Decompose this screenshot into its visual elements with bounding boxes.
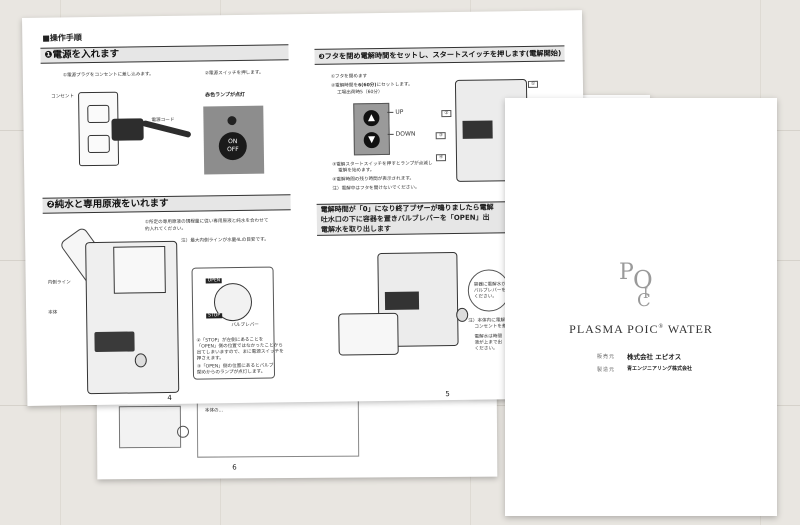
- step3-heading: ❸フタを閉め電解時間をセットし、スタートスイッチを押します(電解開始): [318, 48, 562, 61]
- poic-logo: P O I C: [615, 260, 665, 311]
- cover-title-main: PLASMA POIC: [569, 322, 659, 336]
- step3-inst5: 注）電解中はフタを開けないでください。: [332, 185, 420, 192]
- machine-control-panel: [94, 331, 135, 353]
- seller-label: 販売元: [597, 354, 616, 360]
- step1-inst1: ①電源プラグをコンセントに差し込みます。: [62, 72, 154, 79]
- back-page-knob: [176, 425, 190, 438]
- cover-title-end: WATER: [664, 322, 713, 336]
- step2-heading: ❷純水と専用原液をいれます: [46, 197, 169, 211]
- valve-note1d: 押さえます。: [196, 356, 224, 362]
- cover-title: PLASMA POIC® WATER: [505, 322, 777, 337]
- step3-inst4: ④電解時間の残り時間が表示されます。: [332, 176, 415, 183]
- power-panel: ON OFF: [203, 105, 265, 175]
- power-switch-button[interactable]: ON OFF: [218, 131, 248, 161]
- down-button[interactable]: ▼: [363, 132, 380, 149]
- step3-inst1: ①フタを閉めます: [330, 74, 368, 80]
- container-illustration: [338, 312, 399, 356]
- step4-machine-panel: [384, 291, 420, 310]
- callout-3: ③: [435, 132, 446, 140]
- valve-label: バルブレバー: [231, 322, 259, 329]
- step1-heading: ❶電源を入れます: [44, 48, 120, 61]
- back-page-illustration: [118, 405, 182, 449]
- logo-letter-p: P: [619, 260, 634, 285]
- step3-inst3b: 電解を始めます。: [338, 168, 375, 174]
- body-label: 本体: [48, 310, 58, 316]
- logo-letter-o: O: [633, 266, 653, 294]
- step4-valve-knob: [456, 307, 469, 322]
- left-page-number: 4: [167, 393, 172, 403]
- step2-inst1: ①所定の専用原液の規程量に従い専用原液と純水を合わせて: [144, 218, 269, 226]
- outlet-label: コンセント: [51, 94, 75, 100]
- step2-inst2: 注）最大内側ラインが水量4Lの目安です。: [181, 237, 269, 244]
- step2-inst1b: 約入れてください。: [144, 226, 187, 233]
- step4-note3: ください。: [473, 294, 497, 300]
- step3-inst2-a: ②電解時間を: [330, 83, 359, 89]
- cover-title-sup: ®: [658, 324, 665, 330]
- inner-line-label: 内側ライン: [47, 280, 71, 286]
- callout-1: ①: [527, 80, 539, 88]
- lamp-label: 赤色ランプが点灯: [205, 91, 245, 99]
- callout-2: ②: [441, 110, 452, 118]
- manual-spread: ■操作手順 ❶電源を入れます ①電源プラグをコンセントに差し込みます。 ②電源ス…: [22, 10, 588, 406]
- step3-inst2-bold: 6(60分): [358, 83, 377, 89]
- cover-page: P O I C PLASMA POIC® WATER 販売元 株式会社 エピオス…: [505, 98, 777, 516]
- up-label: UP: [395, 108, 404, 116]
- back-page-number: 6: [232, 463, 237, 472]
- maker-value: 青エンジニアリング株式会社: [627, 366, 693, 372]
- valve-knob-small: [134, 353, 147, 368]
- valve-open-label: OPEN: [205, 278, 223, 284]
- maker-label: 製造元: [597, 367, 616, 373]
- back-page-box: [196, 394, 360, 458]
- red-lamp-icon: [227, 116, 237, 126]
- step3-inst2c: 工場出荷時5（60分）: [337, 89, 383, 96]
- down-line: [387, 133, 394, 135]
- right-page-number: 5: [445, 390, 450, 399]
- step3-inst2: ②電解時間を6(60分)にセットします。: [331, 82, 413, 89]
- step1-heading-bar: ❶電源を入れます: [40, 44, 289, 64]
- valve-stop-label: STOP: [206, 313, 223, 319]
- step3-inst2-b: にセットします。: [376, 82, 413, 89]
- logo-letter-c: C: [637, 290, 651, 311]
- valve-note2b: 閉めからのランプが点灯します。: [196, 369, 266, 376]
- up-line: [387, 111, 394, 113]
- switch-off-label: OFF: [226, 145, 239, 154]
- step4-side2: コンセントを差: [474, 324, 507, 330]
- step4-heading-3: 電解水を取り出します: [320, 224, 392, 234]
- step2-heading-bar: ❷純水と専用原液をいれます: [42, 194, 291, 214]
- plug-illustration: [111, 118, 144, 141]
- timer-panel: ▲ ▼: [353, 102, 390, 156]
- step3-machine-panel: [462, 120, 493, 139]
- seller-value: 株式会社 エピオス: [627, 353, 682, 361]
- up-button[interactable]: ▲: [363, 110, 380, 127]
- cord-label: 電源コード: [151, 117, 175, 124]
- step1-inst2: ②電源スイッチを押します。: [204, 70, 264, 77]
- down-label: DOWN: [395, 130, 416, 138]
- page-title: ■操作手順: [42, 33, 82, 43]
- step4-side5: ください。: [474, 346, 498, 352]
- step3-heading-bar: ❸フタを閉め電解時間をセットし、スタートスイッチを押します(電解開始): [314, 45, 565, 65]
- logo-letter-i: I: [643, 286, 649, 302]
- callout-4: ④: [435, 154, 447, 162]
- machine-lid: [113, 246, 166, 294]
